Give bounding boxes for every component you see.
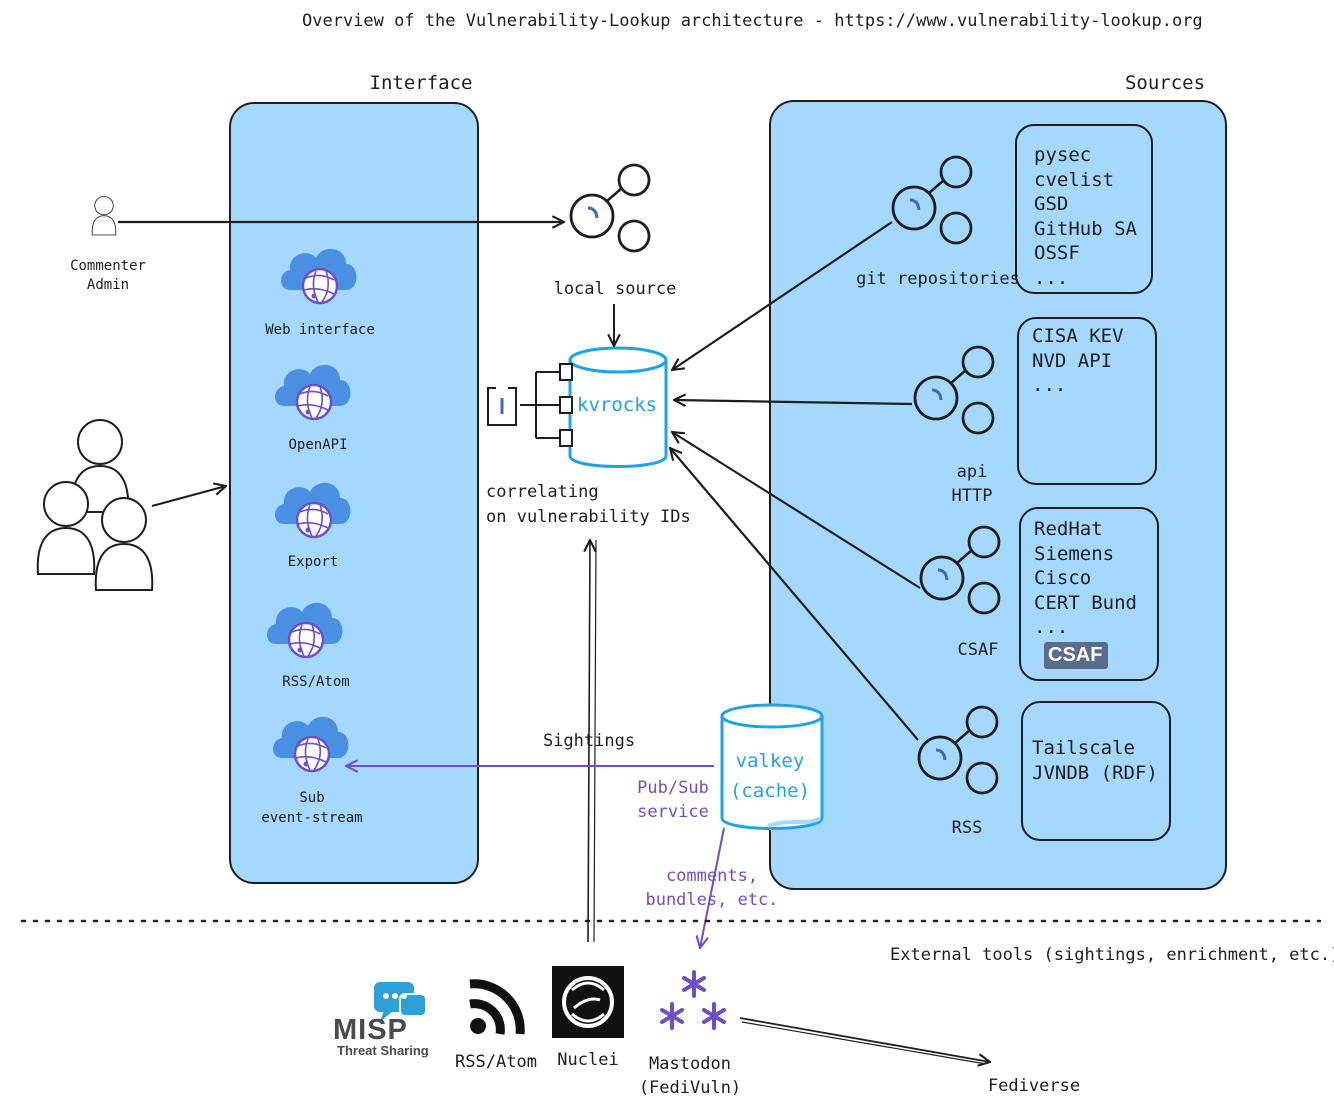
- export-label: Export: [287, 554, 339, 570]
- git-source-list: pysec cvelist GSD GitHub SA OSSF ...: [1034, 143, 1137, 290]
- pubsub-label: Pub/Sub service: [637, 778, 709, 822]
- list-item: ...: [1032, 374, 1067, 396]
- valkey-to-mastodon-arrow: [700, 827, 725, 948]
- csaf-badge: CSAF: [1044, 642, 1109, 669]
- csaf-label: CSAF: [957, 640, 999, 660]
- rss-source-label: RSS: [951, 818, 983, 838]
- nuclei-label: Nuclei: [557, 1050, 619, 1070]
- csaf-list-box: [1019, 507, 1159, 681]
- external-tools-label: External tools (sightings, enrichment, e…: [890, 945, 1334, 965]
- sources-panel: [769, 100, 1227, 890]
- web-interface-label: Web interface: [265, 322, 375, 338]
- users-to-interface-arrow: [151, 486, 226, 508]
- commenter-admin-user: [91, 195, 117, 236]
- sources-label: Sources: [1124, 72, 1206, 94]
- rss-atom-label: RSS/Atom: [282, 674, 350, 690]
- csaf-to-kvrocks-arrow: [672, 432, 921, 589]
- mastodon-label: Mastodon (FediVuln): [638, 1054, 742, 1098]
- mastodon-logo-icon: [660, 970, 726, 1030]
- kvrocks-label: kvrocks: [577, 394, 658, 416]
- list-item: cvelist: [1034, 168, 1115, 191]
- comments-label: comments, bundles, etc.: [645, 866, 779, 910]
- list-item: ...: [1034, 616, 1069, 638]
- list-item: Cisco: [1034, 567, 1092, 589]
- list-item: pysec: [1034, 144, 1092, 166]
- fediverse-label: Fediverse: [987, 1076, 1081, 1096]
- list-item: GSD: [1034, 193, 1069, 215]
- rss-to-kvrocks-arrow: [670, 448, 919, 741]
- interface-panel: [229, 102, 479, 884]
- list-item: Siemens: [1034, 542, 1115, 565]
- misp-subtitle: Threat Sharing: [337, 1043, 429, 1058]
- local-source-label: local source: [553, 279, 677, 299]
- csaf-source-list: RedHat Siemens Cisco CERT Bund ...: [1034, 517, 1137, 640]
- list-item: GitHub SA: [1034, 217, 1137, 240]
- git-repositories-label: git repositories: [856, 269, 1020, 289]
- list-item: OSSF: [1034, 242, 1080, 264]
- valkey-database: [720, 703, 824, 830]
- kvrocks-database: [487, 346, 668, 468]
- page-title: Overview of the Vulnerability-Lookup arc…: [302, 11, 1203, 31]
- mastodon-to-fediverse-arrow: [739, 1017, 990, 1062]
- list-item: CERT Bund: [1034, 591, 1137, 614]
- git-to-kvrocks-arrow: [672, 221, 893, 370]
- misp-logo-icon: [374, 982, 427, 1022]
- correlating-label: correlating on vulnerability IDs: [486, 482, 691, 527]
- nuclei-logo-icon: [552, 966, 624, 1038]
- git-list-box: [1015, 124, 1153, 294]
- interface-label: Interface: [369, 72, 473, 94]
- list-item: NVD API: [1032, 349, 1113, 372]
- api-source-list: CISA KEV NVD API ...: [1032, 324, 1124, 398]
- list-item: ...: [1034, 266, 1069, 289]
- valkey-label: valkey (cache): [729, 750, 811, 802]
- rss-atom-tool-label: RSS/Atom: [455, 1052, 537, 1072]
- openapi-label: OpenAPI: [288, 437, 348, 453]
- list-item: Tailscale: [1032, 737, 1135, 759]
- misp-logo-text: MISP: [333, 1014, 408, 1046]
- list-item: RedHat: [1034, 518, 1103, 540]
- sightings-label: Sightings: [542, 731, 636, 751]
- rss-source-list: Tailscale JVNDB (RDF): [1032, 736, 1158, 785]
- local-source-icon: [569, 163, 651, 253]
- api-http-label: api HTTP: [951, 462, 993, 506]
- rss-logo-icon: [466, 968, 536, 1038]
- api-list-box: [1017, 317, 1157, 485]
- rss-list-box: [1021, 701, 1171, 841]
- list-item: CISA KEV: [1032, 325, 1124, 347]
- user-group: [36, 419, 154, 591]
- api-to-kvrocks-arrow: [674, 400, 913, 404]
- list-item: JVNDB (RDF): [1032, 761, 1158, 784]
- event-stream-label: Sub event-stream: [261, 790, 363, 826]
- sightings-arrow: [588, 540, 590, 943]
- commenter-admin-label: Commenter Admin: [70, 258, 146, 293]
